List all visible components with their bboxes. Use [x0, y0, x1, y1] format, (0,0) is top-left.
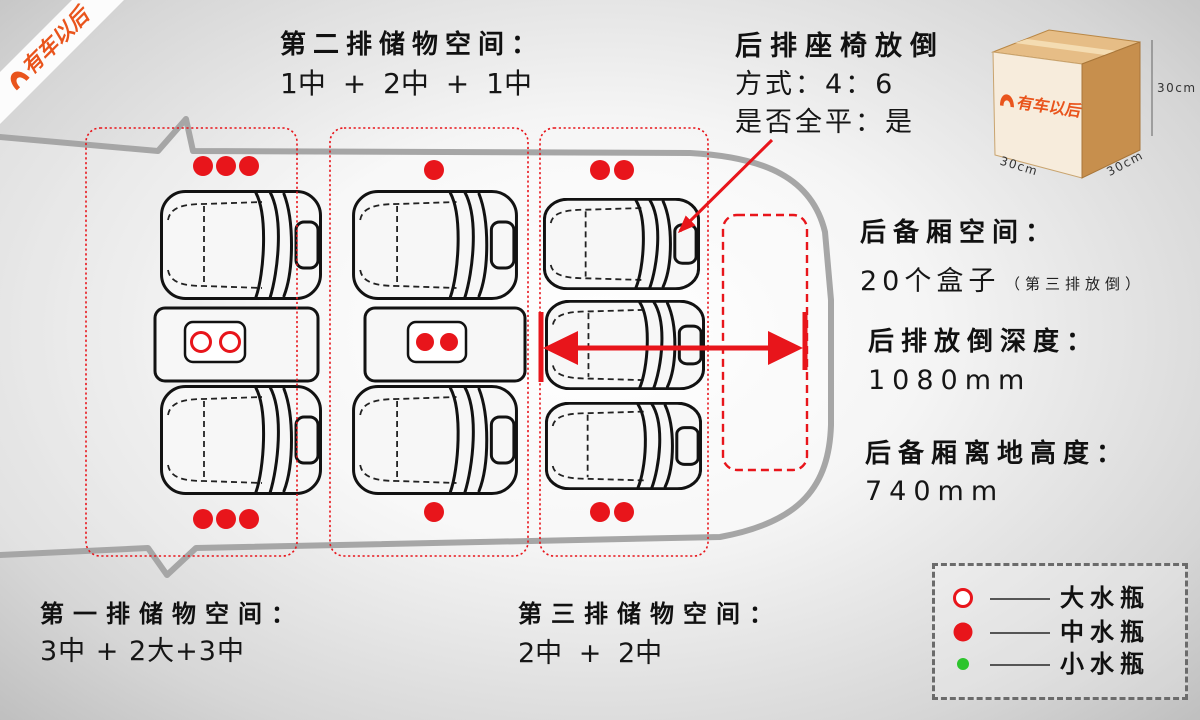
rear-seat-fold-title: 后排座椅放倒	[735, 31, 945, 62]
fold-depth-title: 后排放倒深度：	[868, 327, 1100, 357]
legend-connector	[990, 664, 1050, 666]
row1-storage-value: 3中 + 2大+3中	[40, 636, 245, 667]
row2-bottom-medium-bottle	[424, 502, 444, 522]
legend-label: 小水瓶	[1060, 650, 1150, 678]
row1-bottom-medium-bottle	[216, 509, 236, 529]
trunk-space-note: （第三排放倒）	[1005, 275, 1146, 293]
legend: 大水瓶 中水瓶 小水瓶	[932, 563, 1188, 700]
row1-storage-zone	[85, 127, 298, 557]
legend-connector	[990, 632, 1050, 634]
box-height-label: 30cm	[1157, 81, 1197, 95]
rear-seat-fold-mode: 方式：4：6	[735, 69, 896, 100]
seat-row2-right	[352, 385, 518, 495]
trunk-zone	[721, 213, 809, 472]
row3-storage-value: 2中 + 2中	[518, 638, 663, 669]
row2-storage-title: 第二排储物空间：	[280, 30, 545, 60]
legend-connector	[990, 598, 1050, 600]
row2-storage-value: 1中 + 2中 + 1中	[280, 67, 532, 100]
logo-icon	[10, 71, 30, 91]
console-tray-row2	[406, 320, 468, 364]
row1-bottom-medium-bottle	[239, 509, 259, 529]
legend-label: 中水瓶	[1060, 618, 1150, 646]
bottle-markers	[190, 156, 634, 529]
trunk-space-value: 20个盒子	[860, 266, 1001, 297]
seat-row3-right	[545, 402, 702, 490]
row3-bottom-medium-bottle	[614, 502, 634, 522]
fold-depth-value: 1080mm	[868, 365, 1032, 396]
row1-top-medium-bottle	[239, 156, 259, 176]
fold-depth-arrow	[538, 312, 808, 382]
box-illustration: 有车以后 30cm 30cm 30cm	[991, 29, 1197, 179]
legend-item-large-bottle: 大水瓶	[935, 584, 1185, 612]
row1-console-large-bottle	[219, 331, 241, 353]
row1-top-medium-bottle	[216, 156, 236, 176]
logo-badge: 有车以后	[0, 0, 124, 124]
legend-item-medium-bottle: 中水瓶	[935, 618, 1185, 646]
row3-storage-title: 第三排储物空间：	[518, 600, 782, 628]
row3-top-medium-bottle	[614, 160, 634, 180]
small-bottle-dot-icon	[957, 658, 969, 670]
row1-console-large-bottle	[190, 331, 212, 353]
large-bottle-ring-icon	[953, 588, 973, 608]
trunk-height-title: 后备厢离地高度：	[865, 439, 1130, 469]
rear-seat-pointer-arrow	[677, 138, 774, 234]
row1-bottom-medium-bottle	[193, 509, 213, 529]
seat-row2-left	[352, 190, 518, 300]
row2-console-medium-bottle	[440, 333, 458, 351]
box-logo-icon	[1000, 94, 1014, 108]
row3-bottom-medium-bottle	[590, 502, 610, 522]
row3-storage-zone	[539, 127, 709, 557]
row1-top-medium-bottle	[193, 156, 213, 176]
row1-storage-title: 第一排储物空间：	[40, 600, 304, 628]
trunk-height-value: 740mm	[865, 476, 1005, 507]
row2-console-medium-bottle	[416, 333, 434, 351]
seat-row3-left	[543, 198, 700, 290]
medium-bottle-dot-icon	[953, 622, 973, 642]
logo-text: 有车以后	[17, 1, 95, 79]
legend-label: 大水瓶	[1060, 584, 1150, 612]
row3-top-medium-bottle	[590, 160, 610, 180]
seat-row1-right	[160, 385, 322, 495]
rear-seat-flat: 是否全平：是	[735, 107, 915, 138]
row2-top-medium-bottle	[424, 160, 444, 180]
legend-item-small-bottle: 小水瓶	[935, 650, 1185, 678]
trunk-space-title: 后备厢空间：	[860, 218, 1059, 248]
